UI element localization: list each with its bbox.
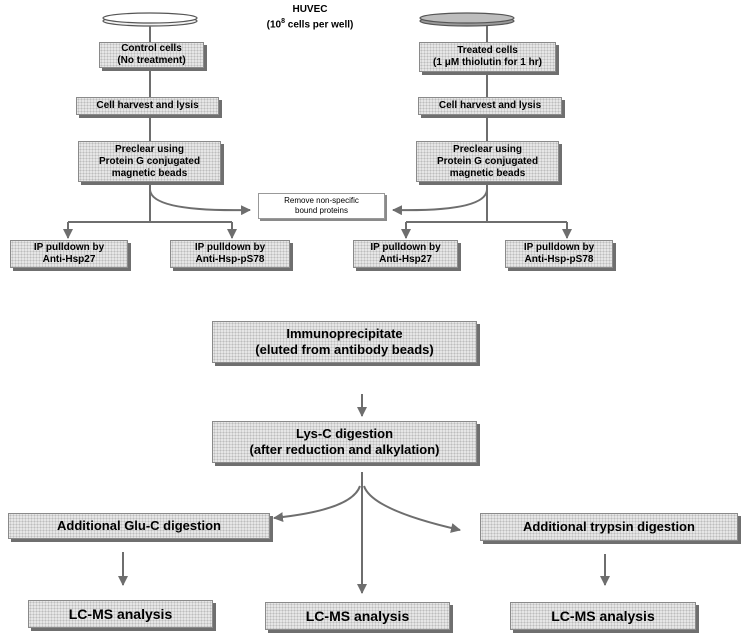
- left-preclear-line1: Preclear using: [115, 143, 184, 155]
- branch-arrow-left: [273, 485, 361, 523]
- trypsin-digestion-box: Additional trypsin digestion: [480, 513, 738, 541]
- gluc-label: Additional Glu-C digestion: [57, 518, 221, 533]
- left-ip-hsp27-box: IP pulldown by Anti-Hsp27: [10, 240, 128, 268]
- huvec-header: HUVEC (108 cells per well): [250, 4, 370, 31]
- treated-cells-line1: Treated cells: [457, 45, 518, 56]
- immunoprecipitate-box: Immunoprecipitate (eluted from antibody …: [212, 321, 477, 363]
- immunoprecipitate-line2: (eluted from antibody beads): [255, 342, 434, 357]
- left-preclear-line2: Protein G conjugated: [98, 155, 201, 167]
- lcms-analysis-right: LC-MS analysis: [510, 602, 696, 630]
- left-ip-pS78-box: IP pulldown by Anti-Hsp-pS78: [170, 240, 290, 268]
- treated-cells-box: Treated cells (1 μM thiolutin for 1 hr): [419, 42, 556, 72]
- right-harvest-label: Cell harvest and lysis: [438, 100, 542, 111]
- remove-note-line1: Remove non-specific: [284, 196, 359, 205]
- remove-arrow-left: [149, 189, 251, 216]
- lysc-digestion-box: Lys-C digestion (after reduction and alk…: [212, 421, 477, 463]
- control-cells-line2: (No treatment): [117, 55, 186, 66]
- lcms-left-label: LC-MS analysis: [68, 605, 173, 622]
- control-cells-line1: Control cells: [121, 43, 182, 54]
- right-ip-pS78-line1: IP pulldown by: [523, 242, 595, 253]
- left-ip-pS78-line1: IP pulldown by: [194, 242, 266, 253]
- treated-dish-icon: [419, 12, 515, 27]
- right-preclear-line3: magnetic beads: [449, 167, 526, 179]
- left-preclear-line3: magnetic beads: [111, 167, 188, 179]
- right-ip-hsp27-box: IP pulldown by Anti-Hsp27: [353, 240, 458, 268]
- trypsin-label: Additional trypsin digestion: [523, 519, 695, 534]
- right-ip-pS78-box: IP pulldown by Anti-Hsp-pS78: [505, 240, 613, 268]
- lysc-line1: Lys-C digestion: [295, 426, 394, 441]
- remove-proteins-box: Remove non-specific bound proteins: [258, 193, 385, 219]
- left-preclear-box: Preclear using Protein G conjugated magn…: [78, 141, 221, 182]
- right-harvest-box: Cell harvest and lysis: [418, 97, 562, 115]
- immunoprecipitate-line1: Immunoprecipitate: [286, 326, 403, 341]
- lcms-right-label: LC-MS analysis: [551, 607, 655, 624]
- right-preclear-line2: Protein G conjugated: [436, 155, 539, 167]
- gluc-digestion-box: Additional Glu-C digestion: [8, 513, 270, 539]
- lcms-center-label: LC-MS analysis: [305, 607, 410, 624]
- left-harvest-box: Cell harvest and lysis: [76, 97, 219, 115]
- remove-arrow-right: [392, 189, 488, 216]
- branch-arrow-right: [363, 485, 461, 533]
- left-ip-pS78-line2: Anti-Hsp-pS78: [195, 254, 265, 265]
- lcms-analysis-left: LC-MS analysis: [28, 600, 213, 628]
- control-cells-box: Control cells (No treatment): [99, 42, 204, 68]
- left-ip-hsp27-line2: Anti-Hsp27: [42, 254, 96, 265]
- right-ip-hsp27-line1: IP pulldown by: [370, 242, 441, 253]
- huvec-subtitle: (108 cells per well): [266, 18, 354, 31]
- treated-cells-line2: (1 μM thiolutin for 1 hr): [433, 57, 542, 68]
- lysc-line2: (after reduction and alkylation): [249, 442, 440, 457]
- huvec-title: HUVEC: [292, 4, 328, 15]
- left-harvest-label: Cell harvest and lysis: [96, 100, 199, 111]
- right-ip-hsp27-line2: Anti-Hsp27: [379, 254, 432, 265]
- remove-note-line2: bound proteins: [295, 206, 348, 215]
- left-ip-hsp27-line1: IP pulldown by: [33, 242, 105, 253]
- control-dish-icon: [102, 12, 198, 27]
- right-ip-pS78-line2: Anti-Hsp-pS78: [524, 254, 594, 265]
- lcms-analysis-center: LC-MS analysis: [265, 602, 450, 630]
- right-preclear-box: Preclear using Protein G conjugated magn…: [416, 141, 559, 182]
- right-preclear-line1: Preclear using: [453, 143, 522, 155]
